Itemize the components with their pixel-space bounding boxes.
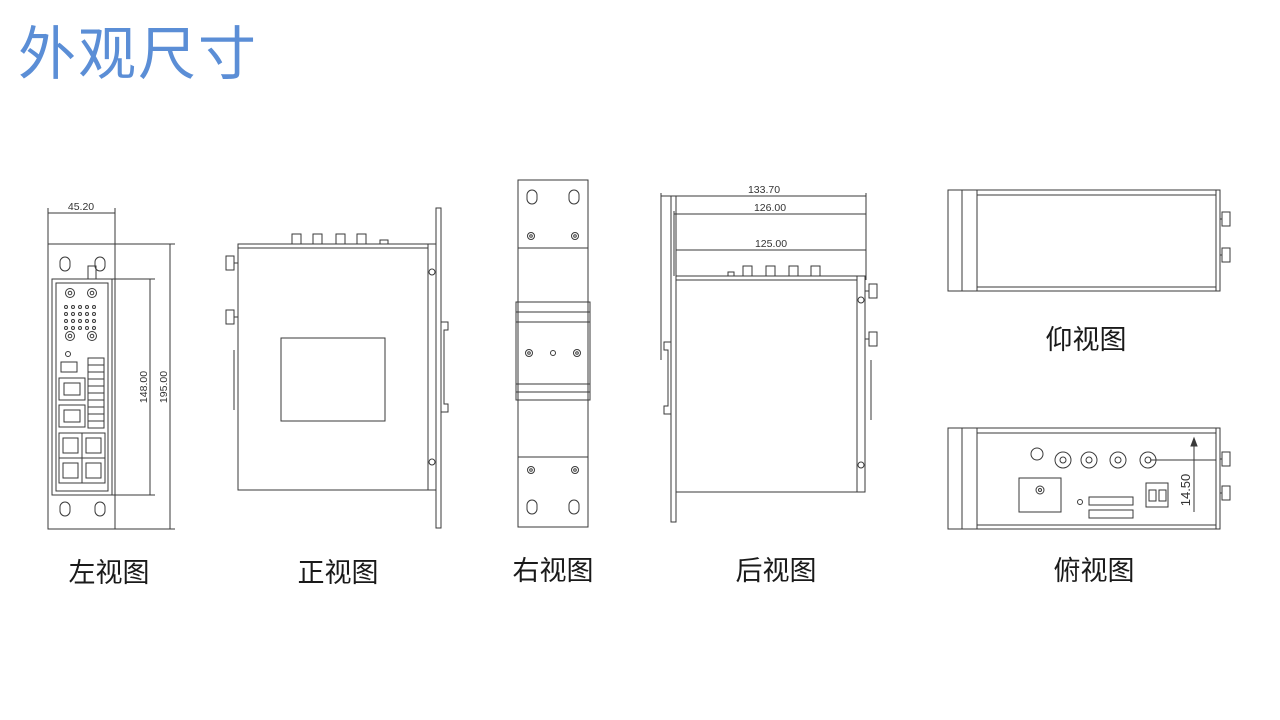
back-view-drawing (660, 193, 878, 523)
top-view-label: 俯视图 (1053, 556, 1135, 587)
front-view-label: 正视图 (297, 558, 379, 589)
left-view-drawing (47, 208, 175, 530)
back-dim-2: 126.00 (754, 202, 786, 214)
bottom-view-drawing (947, 189, 1231, 292)
top-view-drawing (947, 427, 1231, 530)
front-view-drawing (225, 207, 449, 529)
page-title: 外观尺寸 (18, 20, 259, 88)
left-dim-inner-height: 148.00 (138, 371, 150, 403)
left-dim-width: 45.20 (68, 201, 94, 213)
back-dim-3: 125.00 (755, 238, 787, 250)
back-dim-1: 133.70 (748, 184, 780, 196)
right-view-label: 右视图 (512, 556, 594, 587)
bottom-view-label: 仰视图 (1045, 325, 1127, 356)
left-view-label: 左视图 (68, 558, 150, 589)
left-dim-total-height: 195.00 (158, 371, 170, 403)
top-dim-height: 14.50 (1178, 474, 1193, 507)
right-view-drawing (515, 179, 591, 528)
back-view-label: 后视图 (735, 556, 817, 587)
